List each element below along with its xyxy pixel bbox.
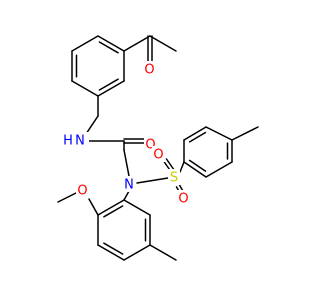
atom-sulfonyl-oxygen-top: O [152, 146, 165, 163]
atom-symbol-h: H [63, 134, 73, 149]
bond-ring-carbonyl [123, 35, 151, 52]
bond-layer [57, 35, 259, 261]
ring-methoxyphenyl-bond [97, 199, 125, 216]
bond-n-ring [123, 190, 130, 201]
atom-symbol: N [124, 178, 134, 193]
atom-symbol: O [178, 192, 188, 207]
ring-tolyl-bond [205, 161, 233, 178]
ring-acetylphenyl-double-bond [98, 41, 119, 54]
ring-tolyl-double-bond [188, 131, 207, 143]
ring-acetylphenyl-bond [97, 35, 125, 52]
atom-sulfonamide-nitrogen: N [122, 176, 136, 193]
ring-acetylphenyl-bond [71, 35, 99, 52]
ring-tolyl-bond [183, 126, 207, 141]
ring-tolyl-bond [205, 126, 233, 141]
molecule-structure: O H N O N S O O O [57, 35, 259, 261]
ring-acetylphenyl-double-bond [98, 78, 119, 91]
atom-symbol-n: N [75, 134, 85, 149]
ring-methoxyphenyl-bond [123, 244, 151, 261]
bond-ring-methoxy-o [88, 198, 99, 216]
ring-tolyl-double-bond [188, 159, 207, 172]
atom-methoxy-oxygen: O [76, 182, 89, 199]
bond-carbonyl-methyl [149, 35, 177, 52]
bond-methoxy-methyl [57, 192, 77, 203]
atom-symbol: O [77, 184, 87, 199]
ring-tolyl-bond [183, 161, 207, 178]
atom-sulfonyl-oxygen-bottom: O [177, 190, 190, 207]
atom-amide-nitrogen: H N [61, 132, 89, 149]
ring-methoxyphenyl-double-bond [103, 242, 124, 255]
bond-n-s [136, 177, 169, 184]
atom-ketone-oxygen: O [143, 61, 156, 78]
atom-sulfur: S [168, 169, 180, 186]
atom-symbol: S [170, 171, 178, 186]
ring-methoxyphenyl-bond [123, 199, 151, 216]
ring-acetylphenyl-bond [97, 80, 125, 97]
bond-ring-nh [85, 115, 99, 135]
atom-symbol: O [145, 138, 155, 153]
bond-ring-methyl-bottom [149, 244, 177, 261]
ring-acetylphenyl-bond [71, 80, 99, 97]
ring-methoxyphenyl-bond [97, 244, 125, 261]
bond-s-ring [179, 161, 185, 173]
ring-methoxyphenyl-double-bond [103, 205, 124, 218]
atom-symbol: O [153, 148, 163, 163]
bond-ring-methyl [231, 126, 259, 141]
bond-s-o-top [165, 158, 175, 170]
atom-symbol: O [144, 63, 154, 78]
bond-ch2-n [123, 149, 130, 177]
atom-label-layer: O H N O N S O O O [61, 61, 190, 207]
